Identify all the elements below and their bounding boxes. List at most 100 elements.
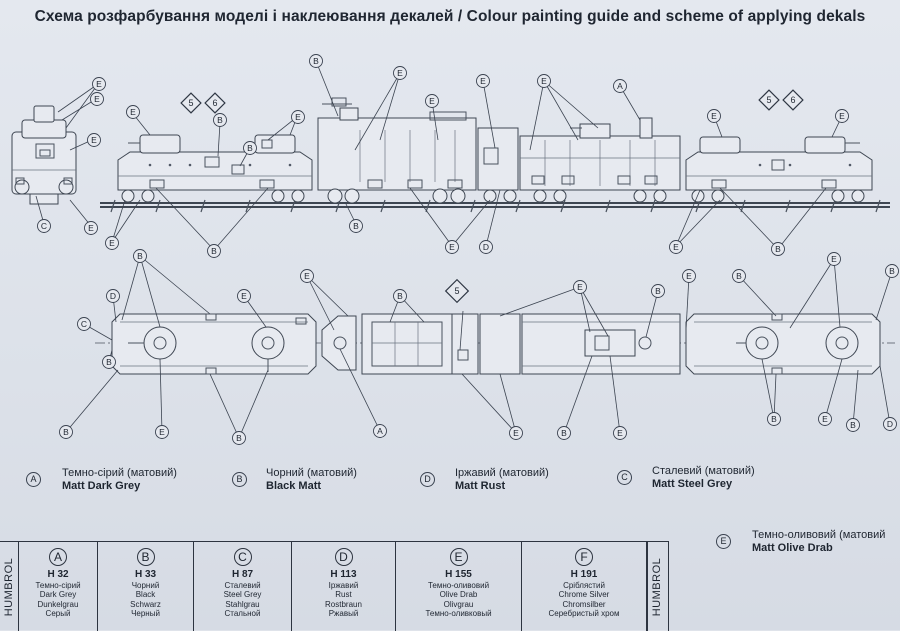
svg-text:E: E — [241, 291, 247, 301]
legend-letter-d: D — [420, 472, 435, 487]
legend-item-a: Темно-сірий (матовий) Matt Dark Grey — [62, 467, 177, 493]
svg-text:E: E — [449, 242, 455, 252]
svg-text:E: E — [617, 428, 623, 438]
right-artillery-car-top — [685, 313, 881, 375]
paint-code: H 191 — [570, 569, 598, 580]
svg-text:E: E — [711, 111, 717, 121]
svg-text:B: B — [561, 428, 567, 438]
svg-text:6: 6 — [212, 98, 217, 108]
paint-code: H 33 — [134, 569, 157, 580]
paint-column-d: D H 113 Іржавий Rust Rostbraun Ржавый — [292, 542, 396, 631]
paint-name: Black — [135, 590, 156, 600]
svg-text:B: B — [236, 433, 242, 443]
locomotive-side — [317, 97, 477, 204]
svg-text:E: E — [109, 238, 115, 248]
brand-label-right: HUMBROL — [647, 542, 666, 631]
svg-text:D: D — [887, 419, 893, 429]
paint-name: Rust — [335, 590, 352, 600]
paint-name: Черный — [131, 608, 160, 618]
paint-name: Сріблястий — [563, 581, 605, 590]
legend-letter-e: E — [716, 534, 731, 549]
paint-name: Dunkelgrau — [37, 599, 79, 609]
paint-name: Stahlgrau — [225, 599, 260, 609]
svg-text:5: 5 — [454, 286, 459, 296]
svg-text:B: B — [247, 143, 253, 153]
svg-text:E: E — [831, 254, 837, 264]
svg-text:B: B — [137, 251, 143, 261]
legend-ua: Іржавий (матовий) — [455, 467, 549, 479]
legend-letter-b: B — [232, 472, 247, 487]
paint-column-f: F H 191 Сріблястий Chrome Silver Chromsi… — [522, 542, 647, 631]
paint-name: Іржавий — [328, 581, 359, 590]
paint-name: Темно-оливковый — [425, 608, 492, 618]
paint-column-e: E H 155 Темно-оливовий Olive Drab Olivgr… — [396, 542, 522, 631]
decal-marker: 5 — [444, 278, 470, 304]
paint-name: Chromsilber — [562, 599, 606, 609]
legend-en: Matt Olive Drab — [752, 542, 833, 554]
paint-code: H 32 — [47, 569, 69, 580]
svg-text:E: E — [822, 414, 828, 424]
paint-name: Темно-оливовий — [427, 581, 490, 590]
svg-text:B: B — [313, 56, 319, 66]
paint-code: H 155 — [445, 569, 472, 580]
svg-text:B: B — [353, 221, 359, 231]
left-artillery-car-side — [117, 134, 313, 203]
right-artillery-car-side — [685, 136, 873, 203]
legend-ua: Чорний (матовий) — [266, 467, 357, 479]
legend-ua: Темно-оливовий (матовий — [752, 529, 886, 541]
legend-letter-c: C — [617, 470, 632, 485]
paint-name: Чорний — [131, 581, 160, 590]
svg-text:B: B — [211, 246, 217, 256]
end-view — [11, 105, 77, 205]
paint-name: Steel Grey — [223, 590, 262, 600]
legend-item-e: Темно-оливовий (матовий Matt Olive Drab — [752, 529, 885, 555]
svg-text:C: C — [41, 221, 47, 231]
svg-text:C: C — [81, 319, 87, 329]
svg-text:B: B — [397, 291, 403, 301]
paint-letter: E — [449, 548, 468, 566]
paint-name: Сталевий — [224, 581, 261, 590]
svg-text:E: E — [159, 427, 165, 437]
paint-letter: F — [575, 548, 593, 566]
paint-table: HUMBROL A H 32 Темно-сірий Dark Grey Dun… — [0, 541, 669, 631]
svg-text:B: B — [63, 427, 69, 437]
svg-text:E: E — [686, 271, 692, 281]
decal-marker: 6 — [782, 89, 804, 111]
brand-label-left: HUMBROL — [0, 542, 19, 631]
svg-text:B: B — [655, 286, 661, 296]
legend-en: Black Matt — [266, 480, 322, 492]
paint-name: Olivgrau — [443, 599, 474, 609]
paint-column-c: C H 87 Сталевий Steel Grey Stahlgrau Ста… — [194, 542, 292, 631]
paint-name: Серебристый хром — [548, 608, 620, 618]
svg-text:E: E — [94, 94, 100, 104]
paint-name: Rostbraun — [325, 599, 362, 609]
legend-item-b: Чорний (матовий) Black Matt — [266, 467, 357, 493]
paint-letter: B — [136, 548, 155, 566]
svg-text:E: E — [513, 428, 519, 438]
legend-en: Matt Dark Grey — [62, 480, 141, 492]
legend-item-d: Іржавий (матовий) Matt Rust — [455, 467, 549, 493]
svg-text:E: E — [304, 271, 310, 281]
paint-letter: A — [49, 548, 67, 566]
svg-text:E: E — [480, 76, 486, 86]
paint-letter: C — [233, 548, 252, 566]
svg-text:B: B — [106, 357, 112, 367]
paint-code: H 113 — [330, 569, 357, 580]
svg-text:D: D — [110, 291, 116, 301]
svg-text:B: B — [217, 115, 223, 125]
svg-text:E: E — [96, 79, 102, 89]
tender-side — [477, 127, 519, 203]
svg-text:E: E — [429, 96, 435, 106]
paint-name: Dark Grey — [39, 590, 77, 600]
paint-name: Schwarz — [130, 599, 161, 609]
svg-text:B: B — [850, 420, 856, 430]
svg-text:B: B — [889, 266, 895, 276]
legend-ua: Темно-сірий (матовий) — [62, 467, 177, 479]
callout-labels: E E E C E E B E B B E E E E A E E E B B … — [37, 54, 899, 445]
svg-text:E: E — [541, 76, 547, 86]
left-artillery-car-top — [111, 313, 317, 375]
svg-text:B: B — [771, 414, 777, 424]
sleepers — [110, 199, 881, 213]
svg-text:A: A — [617, 81, 623, 91]
